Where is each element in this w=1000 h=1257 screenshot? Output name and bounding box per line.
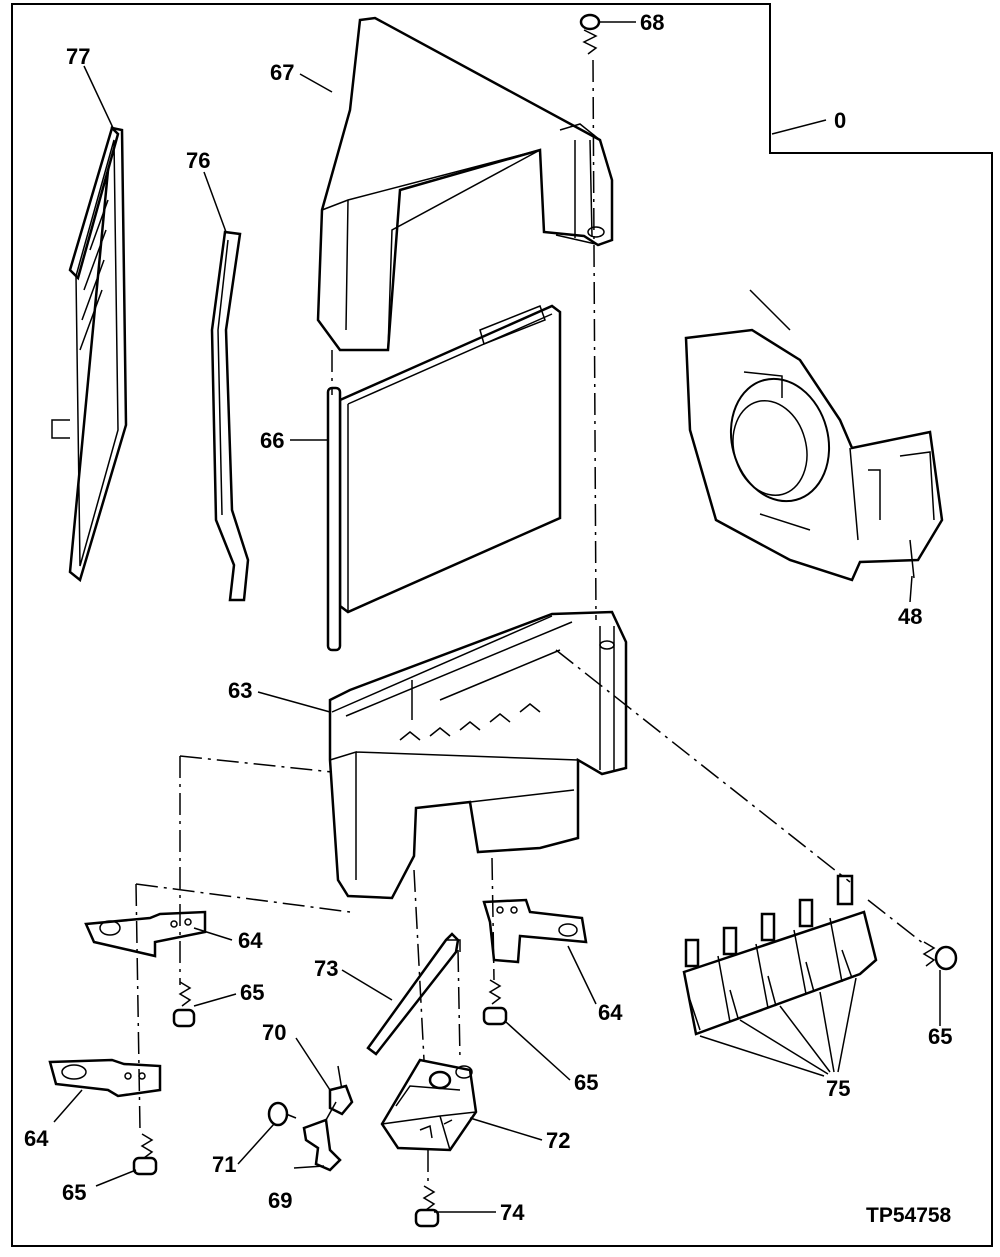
upper-duct-67 — [316, 16, 614, 352]
filter-panel-77 — [51, 125, 128, 583]
diagram-frame — [11, 3, 993, 1247]
callout-75: 75 — [826, 1076, 850, 1101]
screw-65-c — [132, 1133, 158, 1176]
seal-strip-76 — [210, 230, 250, 602]
callout-65-b: 65 — [574, 1070, 598, 1095]
callout-65-a: 65 — [240, 980, 264, 1005]
callout-66: 66 — [260, 428, 284, 453]
pin-71 — [267, 1101, 297, 1127]
callout-73: 73 — [314, 956, 338, 981]
bracket-64-left-upper — [84, 910, 207, 958]
callout-69: 69 — [268, 1188, 292, 1213]
callout-64-b: 64 — [598, 1000, 623, 1025]
callout-67: 67 — [270, 60, 294, 85]
callout-74: 74 — [500, 1200, 525, 1225]
callout-70: 70 — [262, 1020, 286, 1045]
callout-71: 71 — [212, 1152, 236, 1177]
callout-65-d: 65 — [62, 1180, 86, 1205]
screw-65-d — [922, 941, 958, 971]
clip-70 — [328, 1084, 354, 1116]
lower-case-63 — [328, 610, 628, 900]
callout-64-c: 64 — [24, 1126, 49, 1151]
callout-65-c: 65 — [928, 1024, 952, 1049]
actuator-72 — [380, 1058, 478, 1152]
blower-housing-48 — [684, 289, 944, 582]
screw-68 — [579, 13, 601, 55]
callout-68: 68 — [640, 10, 664, 35]
heater-core-66 — [326, 304, 562, 652]
bracket-64-left-lower — [48, 1058, 162, 1098]
callout-64-a: 64 — [238, 928, 263, 953]
bracket-64-right — [482, 898, 588, 964]
leader-lines — [53, 21, 941, 1213]
callout-48: 48 — [898, 604, 922, 629]
screw-65-a — [172, 981, 196, 1028]
rod-73 — [366, 932, 461, 1056]
drawing-reference-id: TP54758 — [866, 1204, 952, 1227]
assembly-lines — [135, 59, 925, 1186]
callout-72: 72 — [546, 1128, 570, 1153]
screw-65-b — [482, 979, 508, 1026]
callout-0: 0 — [834, 108, 846, 133]
link-69 — [302, 1118, 342, 1172]
relay-bank-75 — [682, 874, 878, 1036]
callout-77: 77 — [66, 44, 90, 69]
screw-74 — [414, 1185, 440, 1228]
callout-63: 63 — [228, 678, 252, 703]
callout-76: 76 — [186, 148, 210, 173]
